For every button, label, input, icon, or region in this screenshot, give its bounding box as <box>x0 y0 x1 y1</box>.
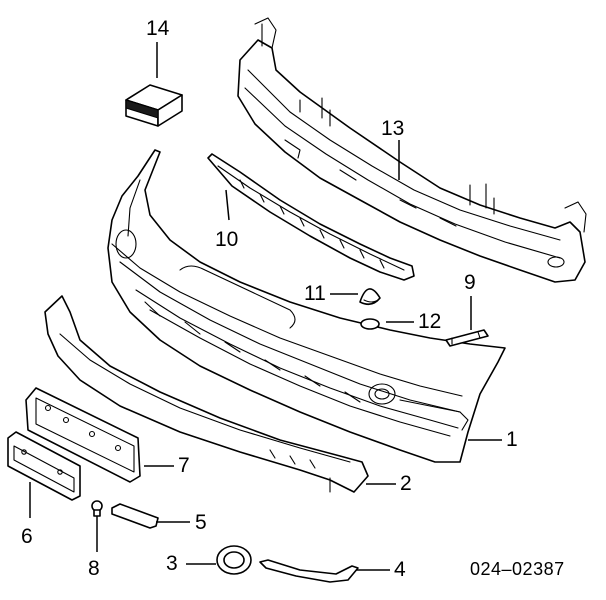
part-7-license-bracket <box>25 387 141 483</box>
part-4-trim-molding <box>259 559 359 583</box>
part-11-cap <box>359 288 381 306</box>
callout-13: 13 <box>381 117 405 140</box>
callout-2: 2 <box>400 472 412 495</box>
callout-4: 4 <box>394 558 406 581</box>
part-9-bracket <box>445 329 489 347</box>
leader-lines <box>29 42 502 571</box>
part-12-cover <box>360 318 380 330</box>
part-6-license-base <box>7 431 81 501</box>
part-13-bumper-carrier <box>237 17 587 283</box>
part-3-fog-ring <box>216 545 252 575</box>
callout-7: 7 <box>178 454 190 477</box>
part-10-grille-strip <box>207 153 415 281</box>
callout-10: 10 <box>215 228 239 251</box>
part-5-trim-strip <box>111 503 159 529</box>
callout-5: 5 <box>195 511 207 534</box>
callout-12: 12 <box>418 310 442 333</box>
part-1-bumper-cover <box>107 149 506 463</box>
reference-code: 024–02387 <box>470 559 565 579</box>
callout-11: 11 <box>304 282 326 305</box>
callout-9: 9 <box>464 271 476 294</box>
part-14-block <box>125 84 183 127</box>
part-2-lower-valance <box>44 295 369 493</box>
callout-14: 14 <box>146 17 170 40</box>
callout-1: 1 <box>506 428 518 451</box>
part-8-clip <box>91 500 103 517</box>
callout-8: 8 <box>88 557 100 580</box>
callout-6: 6 <box>21 525 33 548</box>
callout-3: 3 <box>166 552 178 575</box>
